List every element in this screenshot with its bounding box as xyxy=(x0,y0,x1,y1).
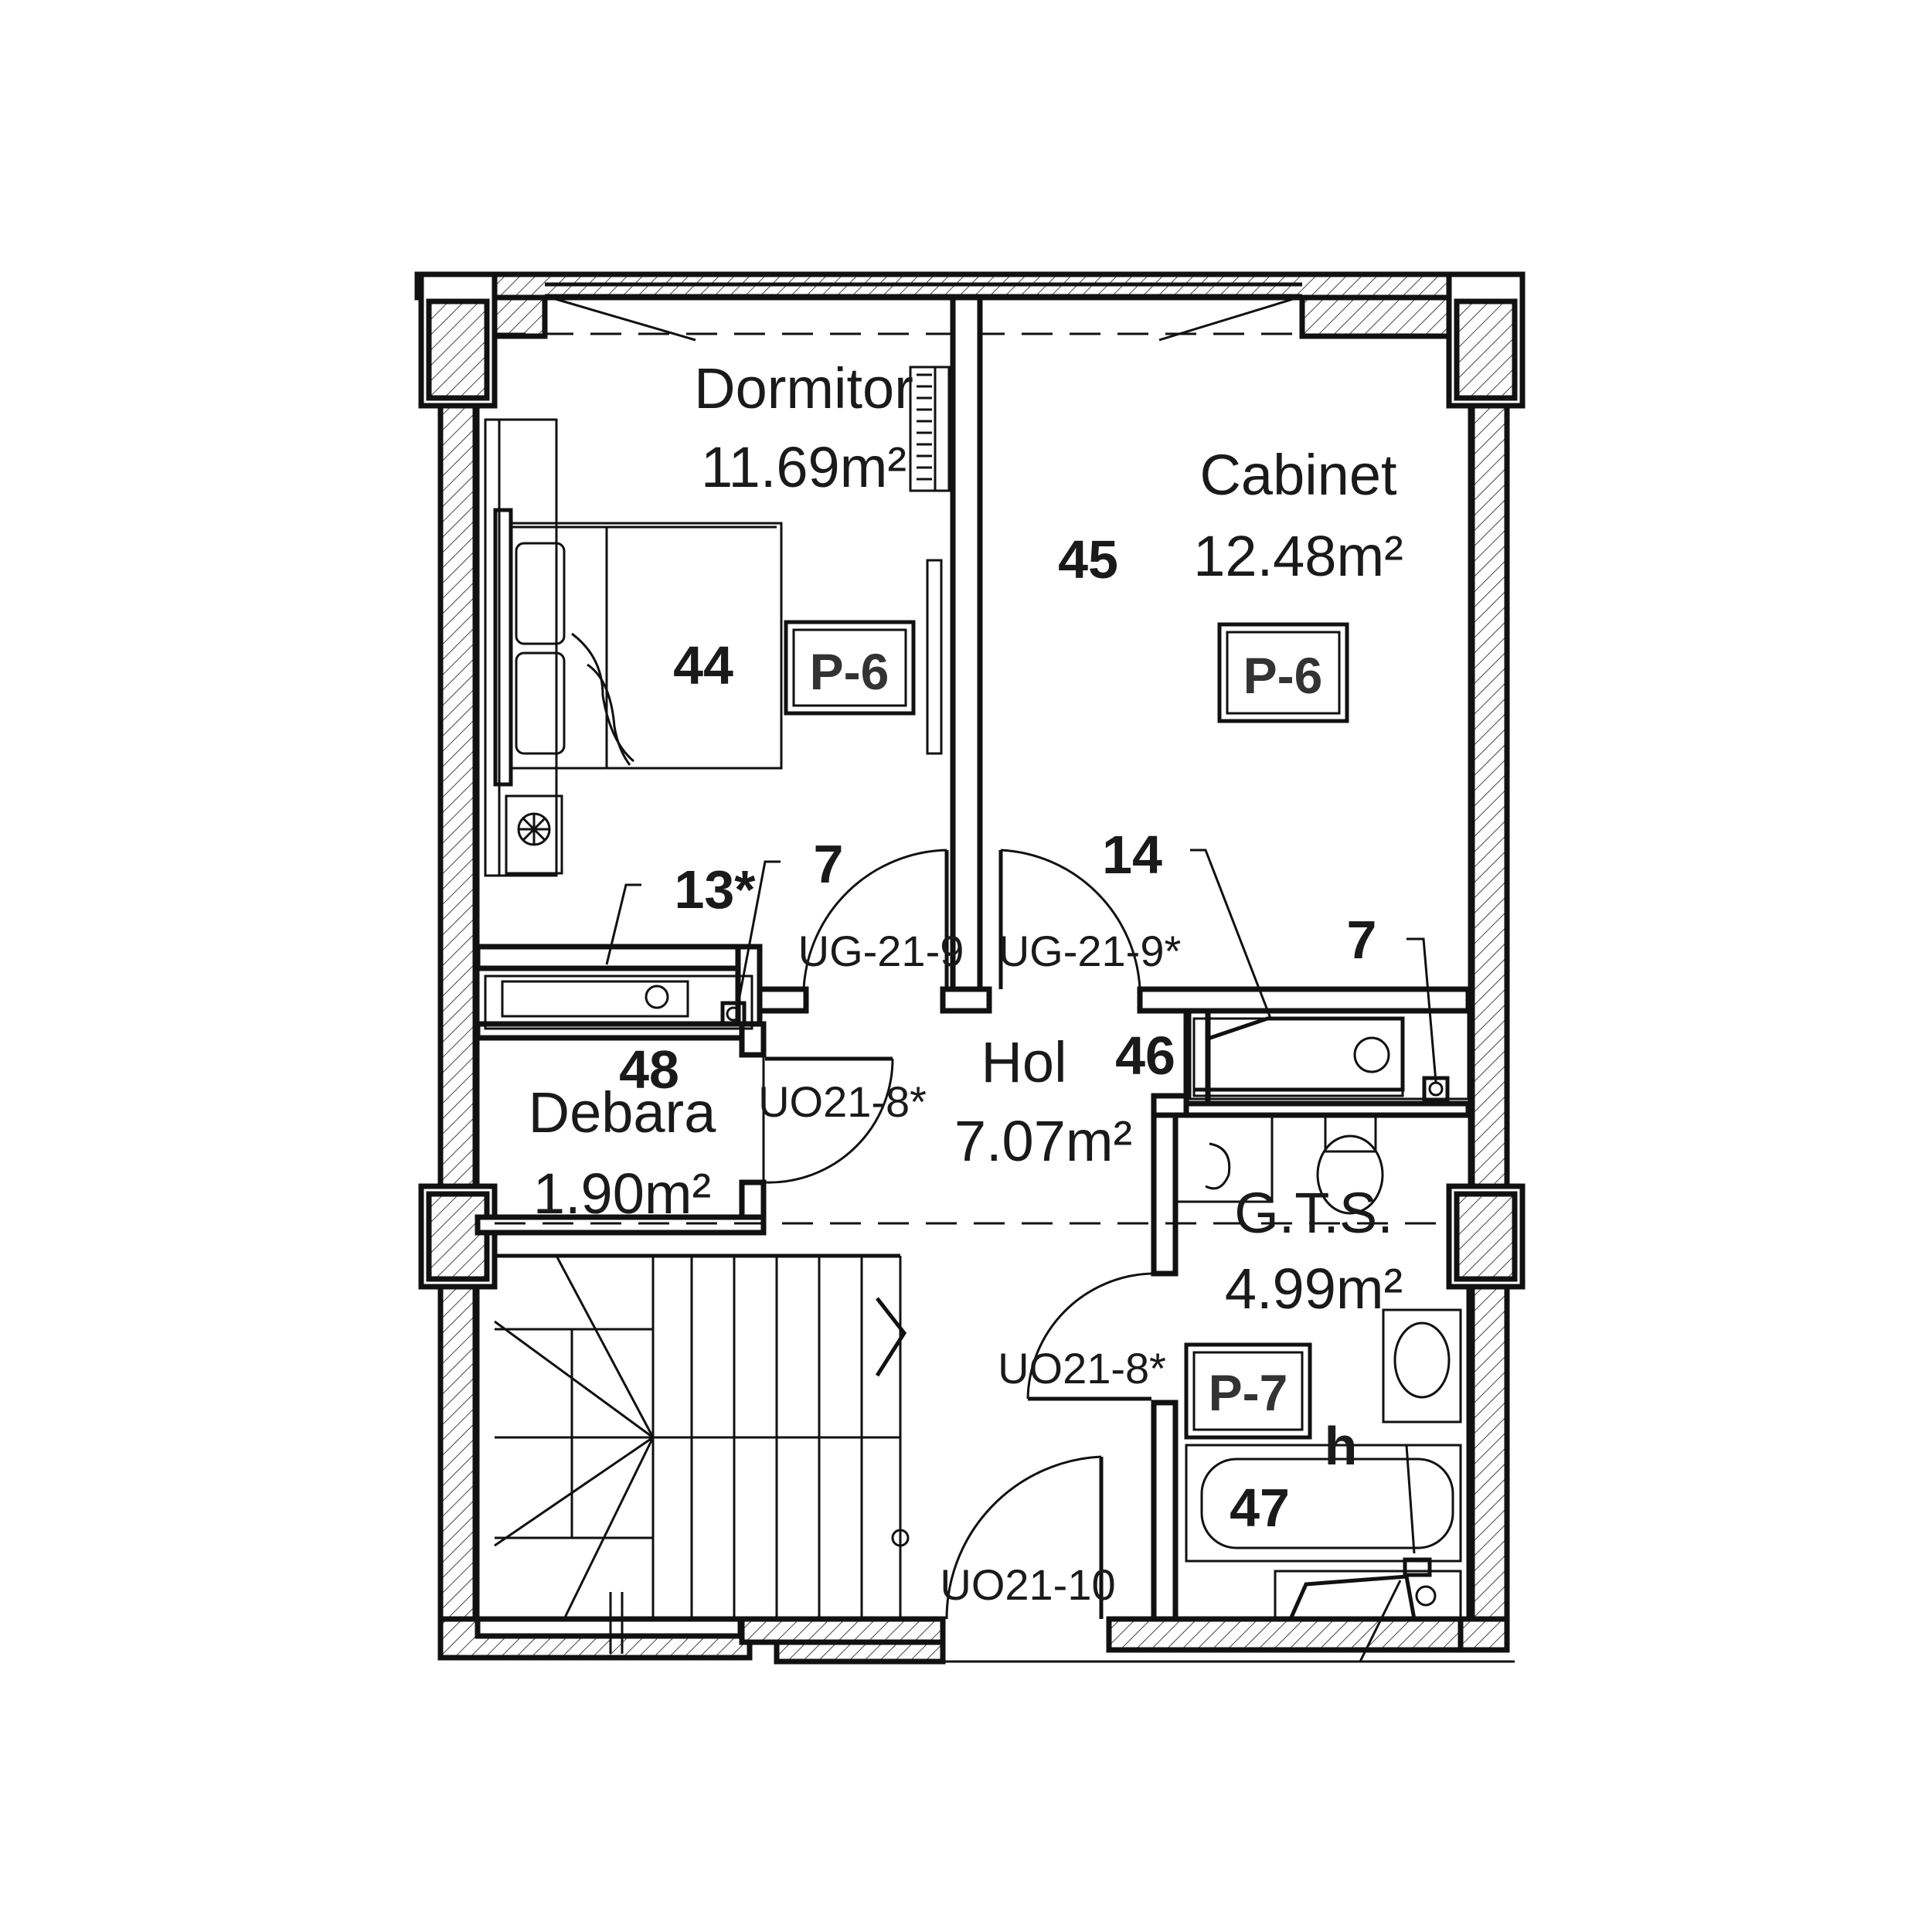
room-gts: G.T.S. 4.99m² P-7 47 xyxy=(1184,1181,1403,1538)
radiator-dormitor xyxy=(484,975,753,1030)
room-dormitor: Dormitor 11.69m² 44 P-6 xyxy=(673,356,916,716)
room-name-dormitor: Dormitor xyxy=(694,356,913,420)
marker-h: h xyxy=(1325,1416,1358,1476)
staircase xyxy=(494,1253,910,1654)
exterior-walls xyxy=(414,271,1526,1665)
leader-lines xyxy=(605,849,1437,1662)
door-label-uo-debara: UO21-8* xyxy=(758,1077,927,1126)
gts-fixtures xyxy=(1174,1115,1462,1621)
tag-gts: P-7 xyxy=(1209,1364,1288,1421)
bed xyxy=(484,418,783,877)
room-number-hol: 48 xyxy=(619,1039,679,1100)
door-label-ug-left: UG-21-9 xyxy=(798,927,964,975)
marker-13: 13* xyxy=(674,859,756,920)
top-windows xyxy=(495,282,1302,342)
room-name-hol: Hol xyxy=(981,1030,1066,1094)
room-area-hol: 7.07m² xyxy=(954,1109,1132,1173)
room-debara: Debara 1.90m² xyxy=(529,1080,717,1226)
marker-14: 14 xyxy=(1102,825,1162,885)
room-name-gts: G.T.S. xyxy=(1234,1181,1393,1245)
room-number-dormitor: 44 xyxy=(673,635,733,696)
door-label-ug-right: UG-21-9* xyxy=(998,927,1182,975)
marker-7-left: 7 xyxy=(814,834,844,894)
tag-dormitor: P-6 xyxy=(810,643,889,700)
room-area-debara: 1.90m² xyxy=(533,1162,711,1226)
room-cabinet: Cabinet 12.48m² 45 P-6 xyxy=(1058,443,1403,723)
markers: 13* 7 14 7 46 h xyxy=(674,825,1376,1476)
room-number-gts: 47 xyxy=(1230,1478,1290,1538)
room-area-dormitor: 11.69m² xyxy=(701,435,906,499)
marker-7-right: 7 xyxy=(1347,910,1377,970)
room-area-cabinet: 12.48m² xyxy=(1193,524,1403,588)
room-hol: Hol 7.07m² 48 xyxy=(619,1030,1132,1173)
wardrobe xyxy=(909,366,951,755)
tag-cabinet: P-6 xyxy=(1243,647,1323,704)
heater-unit xyxy=(1192,1016,1450,1102)
door-label-uo-gts: UO21-8* xyxy=(998,1344,1166,1393)
marker-46: 46 xyxy=(1115,1026,1175,1086)
door-swings xyxy=(764,849,1152,1620)
door-labels: UG-21-9 UG-21-9* UO21-8* UO21-8* UO21-10 xyxy=(758,927,1181,1609)
room-name-cabinet: Cabinet xyxy=(1199,443,1397,507)
room-area-gts: 4.99m² xyxy=(1225,1257,1403,1321)
room-name-debara: Debara xyxy=(529,1080,717,1145)
door-label-uo-entry: UO21-10 xyxy=(940,1560,1115,1609)
room-number-cabinet: 45 xyxy=(1058,529,1118,590)
